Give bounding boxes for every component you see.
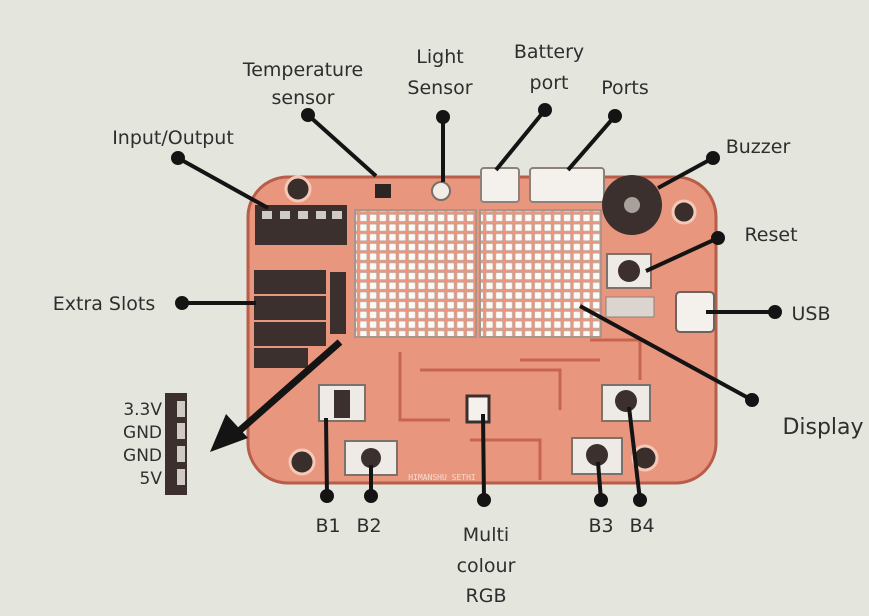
- button-b2: [344, 440, 398, 476]
- label-light-line1: Light: [416, 46, 463, 68]
- pin-label-3v3: 3.3V: [123, 400, 162, 420]
- button-b1: [318, 384, 366, 422]
- pin-label-5v: 5V: [140, 469, 163, 489]
- microbit-board: HIMANSHU SETHI: [246, 167, 718, 485]
- label-light-line2: Sensor: [407, 77, 472, 99]
- label-input-output: Input/Output: [112, 127, 234, 149]
- mount-hole-top-left: [284, 175, 312, 203]
- label-b1: B1: [315, 515, 340, 537]
- temperature-sensor-chip: [375, 184, 391, 198]
- leader-b1: [324, 417, 329, 497]
- label-battery-line2: port: [530, 72, 569, 94]
- reset-button-cap: [618, 260, 640, 282]
- leader-input-output: [177, 156, 269, 210]
- label-rgb-line3: RGB: [466, 585, 507, 607]
- label-extra-slots: Extra Slots: [53, 293, 156, 315]
- reset-button-base: [606, 253, 652, 289]
- reset-pads: [605, 296, 655, 318]
- label-b4: B4: [629, 515, 654, 537]
- label-b2: B2: [356, 515, 381, 537]
- pcb-traces: [398, 338, 642, 480]
- rgb-led-component: [465, 394, 491, 424]
- extra-slots-headers: [254, 270, 346, 368]
- mount-hole-bottom-left: [288, 448, 316, 476]
- ports-connector: [529, 167, 605, 203]
- label-ports: Ports: [601, 77, 649, 99]
- led-matrix-left: [354, 209, 477, 338]
- leader-lines: [171, 103, 782, 507]
- leader-ports: [566, 114, 617, 172]
- label-rgb-line2: colour: [457, 555, 516, 577]
- mount-hole-bottom-right: [631, 444, 659, 472]
- leader-b4: [627, 406, 642, 501]
- leader-buzzer: [657, 156, 714, 190]
- label-display: Display: [782, 415, 863, 440]
- board-silkscreen: HIMANSHU SETHI: [408, 473, 476, 482]
- pin-label-gnd-2: GND: [123, 446, 162, 466]
- label-b3: B3: [588, 515, 613, 537]
- led-matrix-right: [479, 209, 602, 338]
- buzzer-hole: [624, 197, 640, 213]
- leader-battery: [494, 108, 547, 172]
- battery-port-connector: [480, 167, 520, 203]
- leader-temperature: [306, 113, 378, 178]
- label-battery-line1: Battery: [514, 41, 584, 63]
- label-rgb-line1: Multi: [463, 524, 509, 546]
- label-usb: USB: [791, 303, 830, 325]
- pin-header-arrow: [210, 339, 343, 452]
- label-buzzer: Buzzer: [726, 136, 791, 158]
- leader-reset: [645, 236, 719, 273]
- leader-display: [579, 304, 753, 402]
- mount-hole-top-right: [671, 199, 697, 225]
- light-sensor-chip: [431, 181, 451, 201]
- label-reset: Reset: [744, 224, 797, 246]
- leader-rgb: [481, 413, 486, 501]
- button-b4: [601, 384, 651, 422]
- pin-header: [165, 393, 187, 495]
- pin-label-gnd-1: GND: [123, 423, 162, 443]
- label-temperature-line2: sensor: [272, 87, 335, 109]
- label-temperature-line1: Temperature: [242, 59, 363, 81]
